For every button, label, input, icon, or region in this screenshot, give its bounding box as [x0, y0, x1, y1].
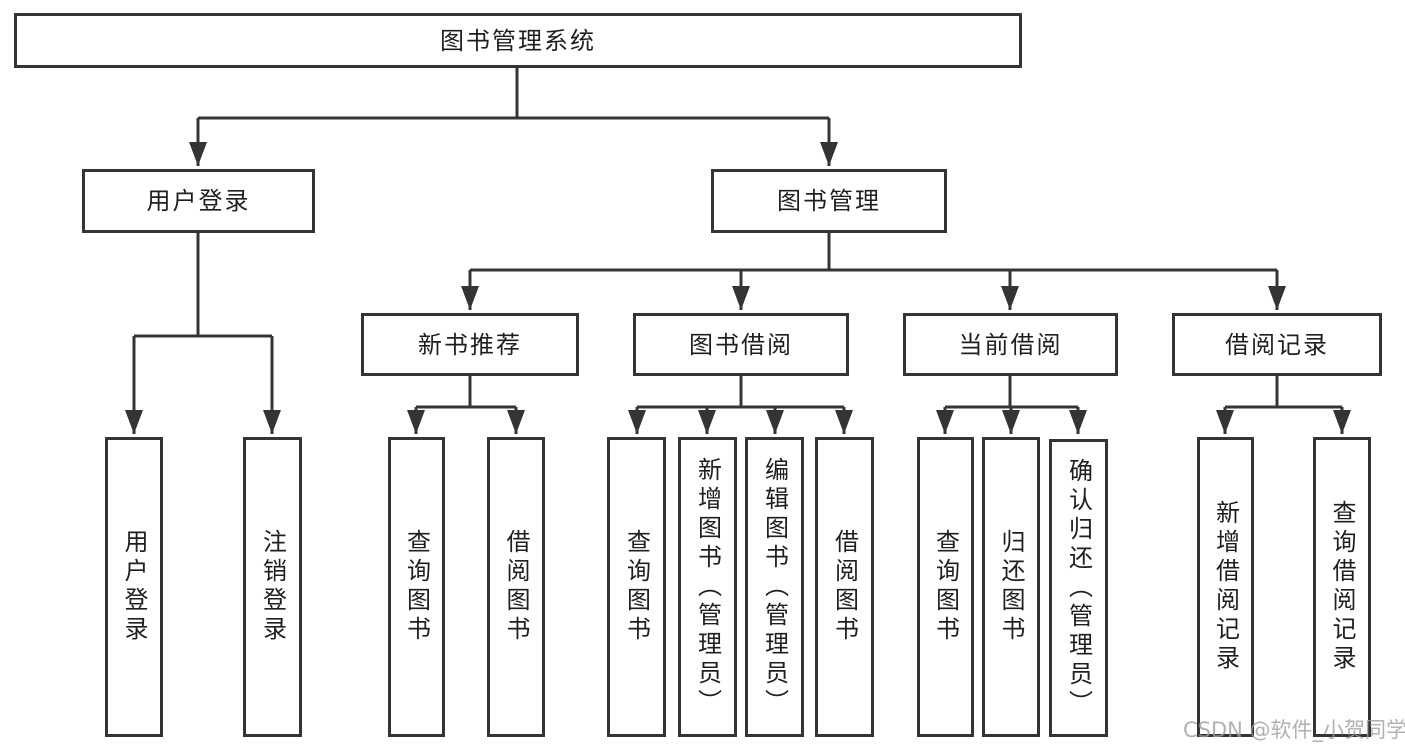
leaf-logout: 注销登录 [243, 437, 302, 737]
leaf-current-query-books: 查询图书 [917, 437, 974, 737]
leaf-borrow-books: 借阅图书 [815, 437, 874, 737]
leaf-user-login: 用户登录 [105, 437, 163, 737]
leaf-add-books-admin: 新增图书（管理员） [678, 437, 737, 737]
leaf-query-borrow-record: 查询借阅记录 [1313, 437, 1371, 737]
node-user-login: 用户登录 [82, 169, 315, 233]
leaf-confirm-return-admin: 确认归还（管理员） [1049, 439, 1108, 737]
leaf-borrow-query-books: 查询图书 [607, 437, 666, 737]
node-book-management: 图书管理 [711, 169, 947, 233]
csdn-watermark: CSDN @软件_小贺同学 [1183, 718, 1405, 742]
node-borrow-records: 借阅记录 [1172, 313, 1382, 376]
leaf-newbook-query-books: 查询图书 [388, 437, 445, 737]
node-root-system: 图书管理系统 [14, 13, 1022, 68]
leaf-add-borrow-record: 新增借阅记录 [1197, 437, 1254, 737]
leaf-edit-books-admin: 编辑图书（管理员） [745, 437, 804, 737]
node-current-borrow: 当前借阅 [903, 313, 1118, 376]
leaf-newbook-borrow-books: 借阅图书 [487, 437, 545, 737]
node-book-borrow: 图书借阅 [633, 313, 849, 376]
leaf-return-books: 归还图书 [982, 437, 1040, 737]
node-new-book-recommend: 新书推荐 [361, 313, 579, 376]
